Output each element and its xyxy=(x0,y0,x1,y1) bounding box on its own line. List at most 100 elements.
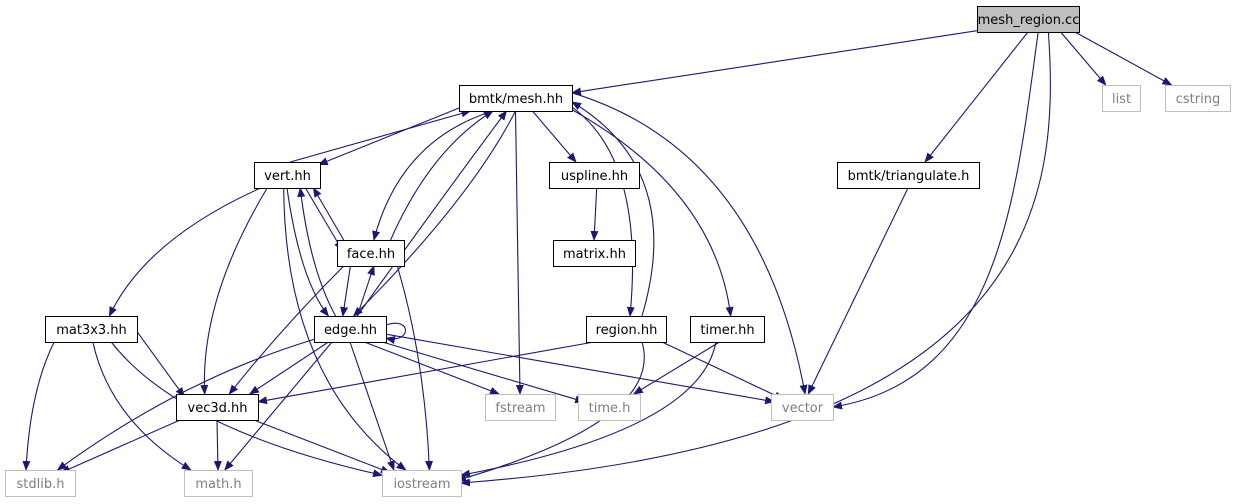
node-box xyxy=(549,162,640,189)
edge-face-to-vert xyxy=(312,187,345,241)
node-label: iostream xyxy=(393,477,450,492)
edge-face-to-vec3d xyxy=(228,265,345,395)
edge-vec3d-to-stdlib xyxy=(60,419,181,474)
node-box xyxy=(382,470,462,497)
node-box xyxy=(459,85,573,112)
edge-edge-to-vert xyxy=(297,187,337,317)
edge-bmtk_mesh-to-edge xyxy=(352,110,516,317)
node-time-h: time.h xyxy=(578,394,641,421)
node-fstream: fstream xyxy=(485,394,556,421)
node-box xyxy=(254,162,321,189)
node-box xyxy=(837,162,980,189)
edge-region-to-vec3d xyxy=(257,341,595,405)
edge-vec3d-to-iostream xyxy=(253,419,391,474)
node-label: mat3x3.hh xyxy=(56,323,127,338)
node-triangulate[interactable]: bmtk/triangulate.h xyxy=(837,162,980,189)
node-box xyxy=(5,470,76,497)
node-label: uspline.hh xyxy=(561,169,628,184)
node-vert[interactable]: vert.hh xyxy=(254,162,321,189)
node-region[interactable]: region.hh xyxy=(586,316,667,343)
edge-edge-to-vector xyxy=(385,333,776,405)
edge-mesh_region-to-triangulate xyxy=(924,31,1029,163)
edge-bmtk_mesh-to-vert xyxy=(317,106,462,166)
edge-edge-to-edge xyxy=(385,322,407,344)
nodes-layer: mesh_region.cc bmtk/mesh.hh list cstring ver… xyxy=(5,6,1231,497)
node-bmtk-mesh[interactable]: bmtk/mesh.hh xyxy=(459,85,573,112)
node-box xyxy=(578,394,641,421)
node-box xyxy=(690,316,765,343)
node-box xyxy=(337,240,405,267)
node-label: list xyxy=(1112,92,1131,107)
edge-bmtk_mesh-to-uspline xyxy=(532,110,577,163)
node-box xyxy=(1102,85,1141,112)
node-box xyxy=(314,316,387,343)
node-mesh-region[interactable]: mesh_region.cc xyxy=(977,6,1080,33)
edge-bmtk_mesh-to-fstream xyxy=(514,110,524,395)
node-mat3x3[interactable]: mat3x3.hh xyxy=(45,316,138,343)
edge-mat3x3-to-stdlib xyxy=(22,341,55,471)
node-label: vert.hh xyxy=(264,169,311,184)
node-vec3d[interactable]: vec3d.hh xyxy=(176,394,259,421)
node-label: stdlib.h xyxy=(17,477,65,492)
node-label: vector xyxy=(782,401,824,416)
edge-mesh_region-to-vector xyxy=(832,31,1039,410)
edge-face-to-edge xyxy=(340,265,351,317)
edge-vec3d-to-math xyxy=(213,419,222,471)
node-label: matrix.hh xyxy=(563,247,626,262)
edge-face-to-bmtk_mesh xyxy=(390,110,494,241)
edge-mesh_region-to-bmtk_mesh xyxy=(571,30,978,96)
node-box xyxy=(586,316,667,343)
edge-mat3x3-to-math xyxy=(92,341,192,471)
edge-mat3x3-to-vec3d xyxy=(136,331,185,398)
edge-edge-to-fstream xyxy=(364,341,500,395)
edge-vert-to-face xyxy=(305,187,343,252)
edge-face-to-iostream xyxy=(396,265,434,471)
edge-mesh_region-to-iostream xyxy=(460,31,1051,487)
node-label: edge.hh xyxy=(324,323,377,338)
edge-triangulate-to-vector xyxy=(807,187,909,395)
node-timer[interactable]: timer.hh xyxy=(690,316,765,343)
edge-vert-to-vec3d xyxy=(200,187,268,395)
node-label: time.h xyxy=(589,401,631,416)
node-label: region.hh xyxy=(596,323,658,338)
edge-edge-to-bmtk_mesh xyxy=(356,110,508,317)
node-matrix[interactable]: matrix.hh xyxy=(553,240,636,267)
edge-uspline-to-matrix xyxy=(590,187,599,241)
node-label: mesh_region.cc xyxy=(978,13,1080,28)
node-list: list xyxy=(1102,85,1141,112)
node-label: cstring xyxy=(1176,92,1220,107)
node-box xyxy=(553,240,636,267)
node-label: vec3d.hh xyxy=(188,401,248,416)
node-math: math.h xyxy=(184,470,253,497)
node-uspline[interactable]: uspline.hh xyxy=(549,162,640,189)
edge-edge-to-face xyxy=(356,265,375,317)
node-edge[interactable]: edge.hh xyxy=(314,316,387,343)
edge-bmtk_mesh-to-vector xyxy=(571,92,808,395)
edge-vert-to-bmtk_mesh xyxy=(290,109,472,163)
node-face[interactable]: face.hh xyxy=(337,240,405,267)
edge-bmtk_mesh-to-face xyxy=(372,110,494,241)
edge-bmtk_mesh-to-timer xyxy=(571,109,734,317)
edges-layer xyxy=(22,30,1173,487)
edge-mesh_region-to-cstring xyxy=(1074,31,1173,86)
node-box xyxy=(485,394,556,421)
node-label: fstream xyxy=(495,401,545,416)
node-box xyxy=(977,6,1080,33)
edge-edge-to-vec3d xyxy=(248,341,329,395)
node-box xyxy=(176,394,259,421)
edge-timer-to-iostream xyxy=(460,341,717,478)
node-iostream: iostream xyxy=(382,470,462,497)
node-label: math.h xyxy=(195,477,241,492)
edge-edge-to-time_h xyxy=(382,341,586,404)
edge-vert-to-mat3x3 xyxy=(108,187,261,317)
node-box xyxy=(184,470,253,497)
edge-vert-to-edge xyxy=(286,187,330,317)
node-label: face.hh xyxy=(347,247,395,262)
node-label: bmtk/mesh.hh xyxy=(469,92,563,107)
edge-region-to-bmtk_mesh xyxy=(571,101,655,317)
node-vector: vector xyxy=(771,394,834,421)
edge-edge-to-math xyxy=(224,341,333,471)
edge-timer-to-time_h xyxy=(632,341,720,395)
node-box xyxy=(1165,85,1231,112)
